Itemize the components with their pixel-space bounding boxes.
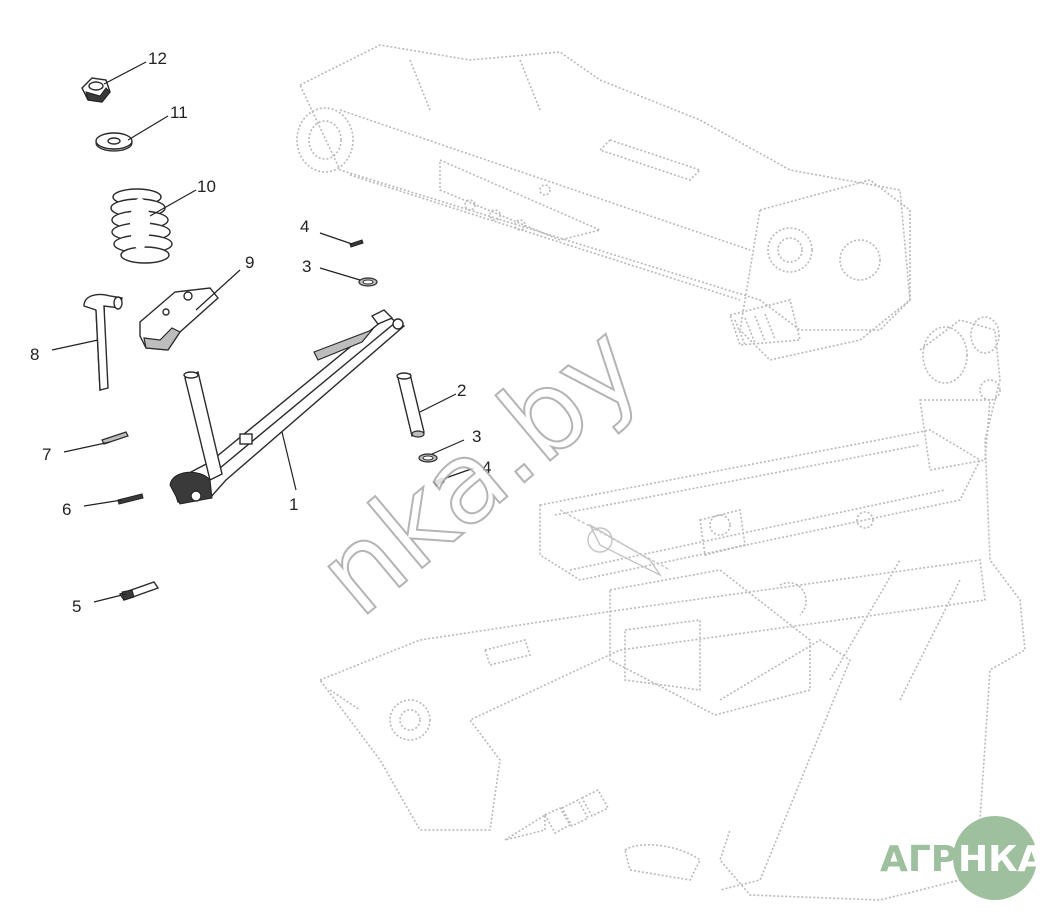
callout-11: 11 <box>170 103 188 122</box>
background-frame <box>296 44 1026 901</box>
beam-bolt-ghost <box>559 509 671 577</box>
part-3-ring-lower <box>418 453 438 463</box>
callout-4-lower: 4 <box>482 458 491 477</box>
upper-arm-ghost <box>296 44 911 361</box>
callout-4-upper: 4 <box>300 217 309 236</box>
part-9-bracket <box>139 287 219 351</box>
callout-6: 6 <box>62 500 71 519</box>
part-6-threaded-pin <box>117 493 144 505</box>
callout-1: 1 <box>289 495 298 514</box>
part-4-pin-upper <box>349 239 364 248</box>
part-8-l-pin <box>83 293 123 391</box>
callout-5: 5 <box>72 597 81 616</box>
part-5-latch <box>118 581 160 601</box>
agronka-logo: АГРО НКА <box>880 816 1046 900</box>
leader-lines <box>51 61 475 603</box>
part-11-washer <box>95 132 133 152</box>
logo-text-left: АГРО <box>880 839 988 880</box>
part-1-link-arm <box>169 309 406 505</box>
callout-3-lower: 3 <box>472 427 481 446</box>
callout-labels: 12 11 10 9 8 7 6 5 1 2 4 3 3 4 <box>30 49 491 616</box>
logo-circle <box>953 816 1037 900</box>
callout-10: 10 <box>197 177 216 196</box>
main-frame-ghost <box>318 316 1026 901</box>
callout-9: 9 <box>245 253 254 272</box>
direction-arrow-ghost <box>504 788 610 841</box>
part-3-ring-upper <box>358 277 378 287</box>
callout-8: 8 <box>30 345 39 364</box>
part-7-pin <box>101 431 129 445</box>
callout-3-upper: 3 <box>302 257 311 276</box>
callout-7: 7 <box>42 445 51 464</box>
logo-text-right: НКА <box>958 839 1046 880</box>
part-10-spring <box>110 188 173 264</box>
part-12-nut <box>81 77 111 103</box>
callout-2: 2 <box>457 381 466 400</box>
part-2-pin <box>396 372 425 438</box>
callout-12: 12 <box>148 49 167 68</box>
